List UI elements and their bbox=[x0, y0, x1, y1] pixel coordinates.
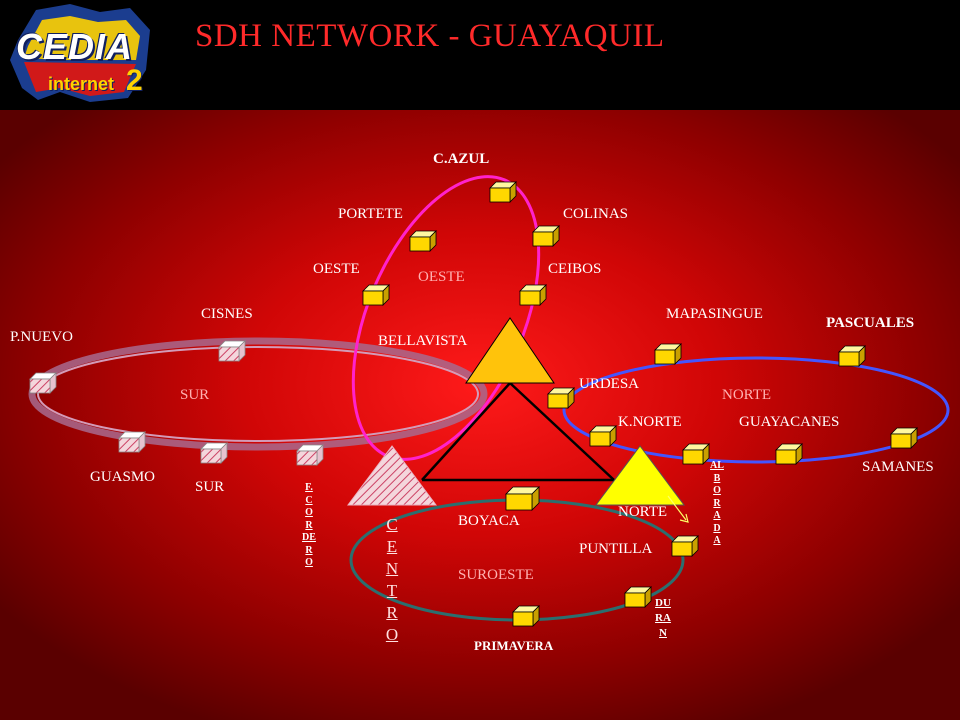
norte-hub bbox=[595, 445, 685, 506]
label-oeste-ring: OESTE bbox=[418, 269, 465, 285]
pascuales-node bbox=[838, 345, 866, 367]
logo-num: 2 bbox=[126, 64, 143, 97]
label-pascuales: PASCUALES bbox=[826, 315, 915, 331]
label-guasmo: GUASMO bbox=[90, 469, 156, 485]
colinas-node bbox=[532, 225, 560, 247]
portete-node bbox=[409, 230, 437, 252]
label-duran: DURAN bbox=[655, 597, 671, 639]
k-norte-node bbox=[589, 425, 617, 447]
boyaca-node bbox=[505, 486, 540, 511]
page-title: SDH NETWORK - GUAYAQUIL bbox=[195, 18, 665, 54]
label-guayacanes: GUAYACANES bbox=[739, 414, 840, 430]
link-bellavista-centro bbox=[421, 382, 511, 481]
label-primavera: PRIMAVERA bbox=[474, 638, 554, 653]
label-f-cordero: F.CORDERO bbox=[302, 482, 316, 568]
label-boyaca: BOYACA bbox=[458, 513, 520, 529]
f-cordero-node bbox=[296, 444, 324, 466]
mapasingue-node bbox=[654, 343, 682, 365]
oeste-node bbox=[362, 284, 390, 306]
link-bellavista-norte bbox=[509, 382, 615, 481]
label-portete: PORTETE bbox=[338, 206, 403, 222]
label-sur-ring: SUR bbox=[180, 387, 210, 403]
cedia-logo bbox=[10, 4, 150, 102]
label-norte-node: NORTE bbox=[618, 504, 668, 520]
label-sur-node: SUR bbox=[195, 479, 225, 495]
label-samanes: SAMANES bbox=[862, 459, 934, 475]
label-colinas: COLINAS bbox=[563, 206, 629, 222]
label-bellavista: BELLAVISTA bbox=[378, 333, 468, 349]
label-p-nuevo: P.NUEVO bbox=[10, 329, 73, 345]
bellavista-hub bbox=[465, 317, 555, 384]
sur-node bbox=[200, 442, 228, 464]
sur-ring-inner bbox=[37, 346, 479, 442]
header-bar bbox=[0, 0, 960, 110]
label-centro: CENTRO bbox=[385, 515, 399, 644]
duran-node bbox=[624, 586, 652, 608]
label-k-norte: K.NORTE bbox=[618, 414, 682, 430]
logo-brand: CEDIA bbox=[16, 26, 134, 67]
c-azul-node bbox=[489, 181, 517, 203]
label-cisnes: CISNES bbox=[201, 306, 253, 322]
centro-hub bbox=[347, 445, 437, 506]
label-puntilla: PUNTILLA bbox=[579, 541, 653, 557]
alborada-node bbox=[682, 443, 710, 465]
p-nuevo-node bbox=[29, 372, 57, 394]
primavera-node bbox=[512, 605, 540, 627]
guasmo-node bbox=[118, 431, 146, 453]
label-alborada: ALBORADA bbox=[710, 460, 724, 546]
label-c-azul: C.AZUL bbox=[433, 151, 490, 167]
puntilla-node bbox=[671, 535, 699, 557]
label-mapasingue: MAPASINGUE bbox=[666, 306, 763, 322]
guayacanes-node bbox=[775, 443, 803, 465]
label-suroeste-ring: SUROESTE bbox=[458, 567, 534, 583]
label-urdesa: URDESA bbox=[579, 376, 640, 392]
cisnes-node bbox=[218, 340, 246, 362]
label-norte-ring: NORTE bbox=[722, 387, 772, 403]
ceibos-node bbox=[519, 284, 547, 306]
logo-sub: internet bbox=[48, 74, 115, 94]
norte-ring bbox=[562, 356, 950, 464]
norte-arrow-icon bbox=[667, 495, 689, 523]
sur-ring-outer bbox=[28, 337, 488, 451]
samanes-node bbox=[890, 427, 918, 449]
urdesa-node bbox=[547, 387, 575, 409]
label-ceibos: CEIBOS bbox=[548, 261, 602, 277]
label-oeste-node: OESTE bbox=[313, 261, 360, 277]
